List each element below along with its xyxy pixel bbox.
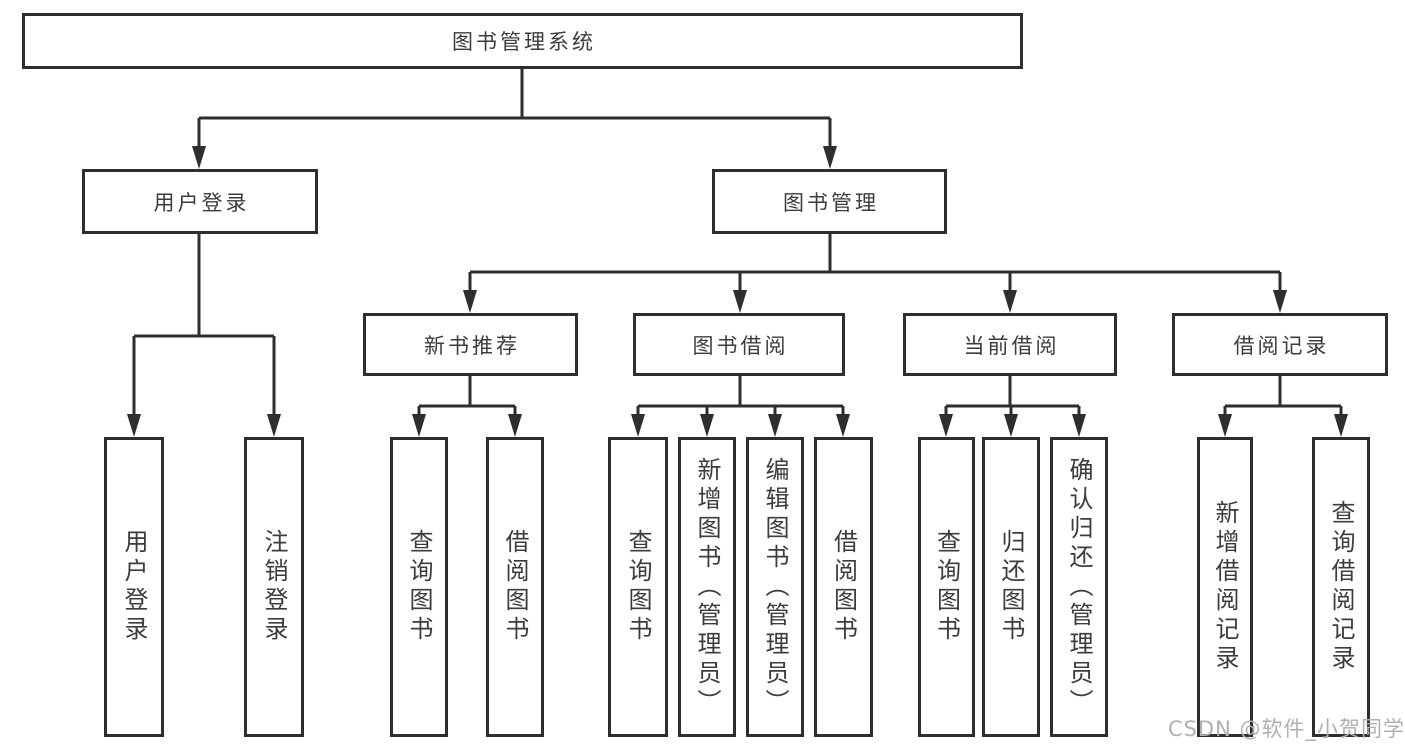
leaf-label: 用户登录 — [120, 529, 148, 645]
node-book-management: 图书管理 — [712, 169, 947, 234]
arrow-icon — [192, 146, 206, 169]
watermark-text: CSDN @软件_小贺同学 — [1167, 717, 1405, 741]
leaf-edit-books-admin: 编辑图书（管理员） — [746, 437, 804, 737]
arrow-icon — [1334, 414, 1348, 437]
connector-newbooks-to-leaves — [417, 376, 517, 418]
leaf-label: 查询借阅记录 — [1327, 500, 1355, 674]
connector-bookmgmt-to-level3 — [468, 234, 1282, 294]
arrow-icon — [823, 146, 837, 169]
arrow-icon — [1003, 290, 1017, 313]
connector-root-to-level2 — [197, 69, 832, 150]
arrow-icon — [1072, 414, 1086, 437]
leaf-query-borrow-record: 查询借阅记录 — [1312, 437, 1370, 737]
arrow-icon — [733, 290, 747, 313]
node-book-borrow: 图书借阅 — [633, 313, 845, 376]
node-label: 借阅记录 — [1233, 333, 1330, 358]
leaf-borrow-books: 借阅图书 — [814, 437, 873, 737]
arrow-icon — [1004, 414, 1018, 437]
node-label: 用户登录 — [153, 190, 250, 215]
connector-records-to-leaves — [1223, 376, 1343, 418]
arrow-icon — [412, 414, 426, 437]
node-label: 图书管理 — [783, 190, 879, 215]
leaf-query-books-current: 查询图书 — [918, 437, 975, 737]
arrow-icon — [631, 414, 645, 437]
leaf-label: 确认归还（管理员） — [1065, 456, 1093, 718]
leaf-add-books-admin: 新增图书（管理员） — [678, 437, 736, 737]
leaf-label: 查询图书 — [405, 529, 433, 645]
node-label: 图书借阅 — [692, 333, 789, 358]
leaf-label: 注销登录 — [260, 529, 288, 645]
leaf-label: 查询图书 — [932, 529, 961, 645]
arrow-icon — [1218, 414, 1232, 437]
leaf-label: 查询图书 — [624, 529, 652, 645]
leaf-label: 新增借阅记录 — [1211, 500, 1239, 674]
node-borrow-records: 借阅记录 — [1172, 313, 1388, 376]
node-current-borrow: 当前借阅 — [903, 313, 1117, 376]
arrow-icon — [700, 414, 714, 437]
node-label: 当前借阅 — [963, 333, 1060, 358]
arrow-icon — [768, 414, 782, 437]
node-user-login: 用户登录 — [82, 169, 318, 234]
arrow-icon — [463, 290, 477, 313]
connector-userlogin-to-leaves — [132, 234, 276, 418]
arrow-icon — [836, 414, 850, 437]
node-new-book-recommend: 新书推荐 — [363, 313, 578, 376]
node-label: 图书管理系统 — [452, 30, 596, 54]
leaf-return-books: 归还图书 — [982, 437, 1040, 737]
leaf-label: 归还图书 — [997, 529, 1025, 645]
connector-current-to-leaves — [944, 376, 1081, 418]
leaf-logout: 注销登录 — [244, 437, 304, 737]
leaf-add-borrow-record: 新增借阅记录 — [1197, 437, 1253, 737]
leaf-label: 借阅图书 — [501, 529, 529, 645]
node-root-system: 图书管理系统 — [22, 13, 1023, 69]
arrow-icon — [1273, 290, 1287, 313]
arrow-icon — [267, 414, 281, 437]
arrow-icon — [127, 414, 141, 437]
arrow-icon — [508, 414, 522, 437]
leaf-user-login: 用户登录 — [104, 437, 164, 737]
leaf-label: 新增图书（管理员） — [693, 456, 721, 718]
leaf-query-books-recommend: 查询图书 — [390, 437, 448, 737]
leaf-query-books-borrow: 查询图书 — [608, 437, 668, 737]
leaf-label: 借阅图书 — [829, 529, 858, 645]
connector-borrow-to-leaves — [636, 376, 845, 418]
leaf-label: 编辑图书（管理员） — [761, 456, 789, 718]
leaf-borrow-books-recommend: 借阅图书 — [486, 437, 544, 737]
node-label: 新书推荐 — [424, 333, 520, 358]
leaf-confirm-return-admin: 确认归还（管理员） — [1050, 437, 1108, 737]
arrow-icon — [939, 414, 953, 437]
